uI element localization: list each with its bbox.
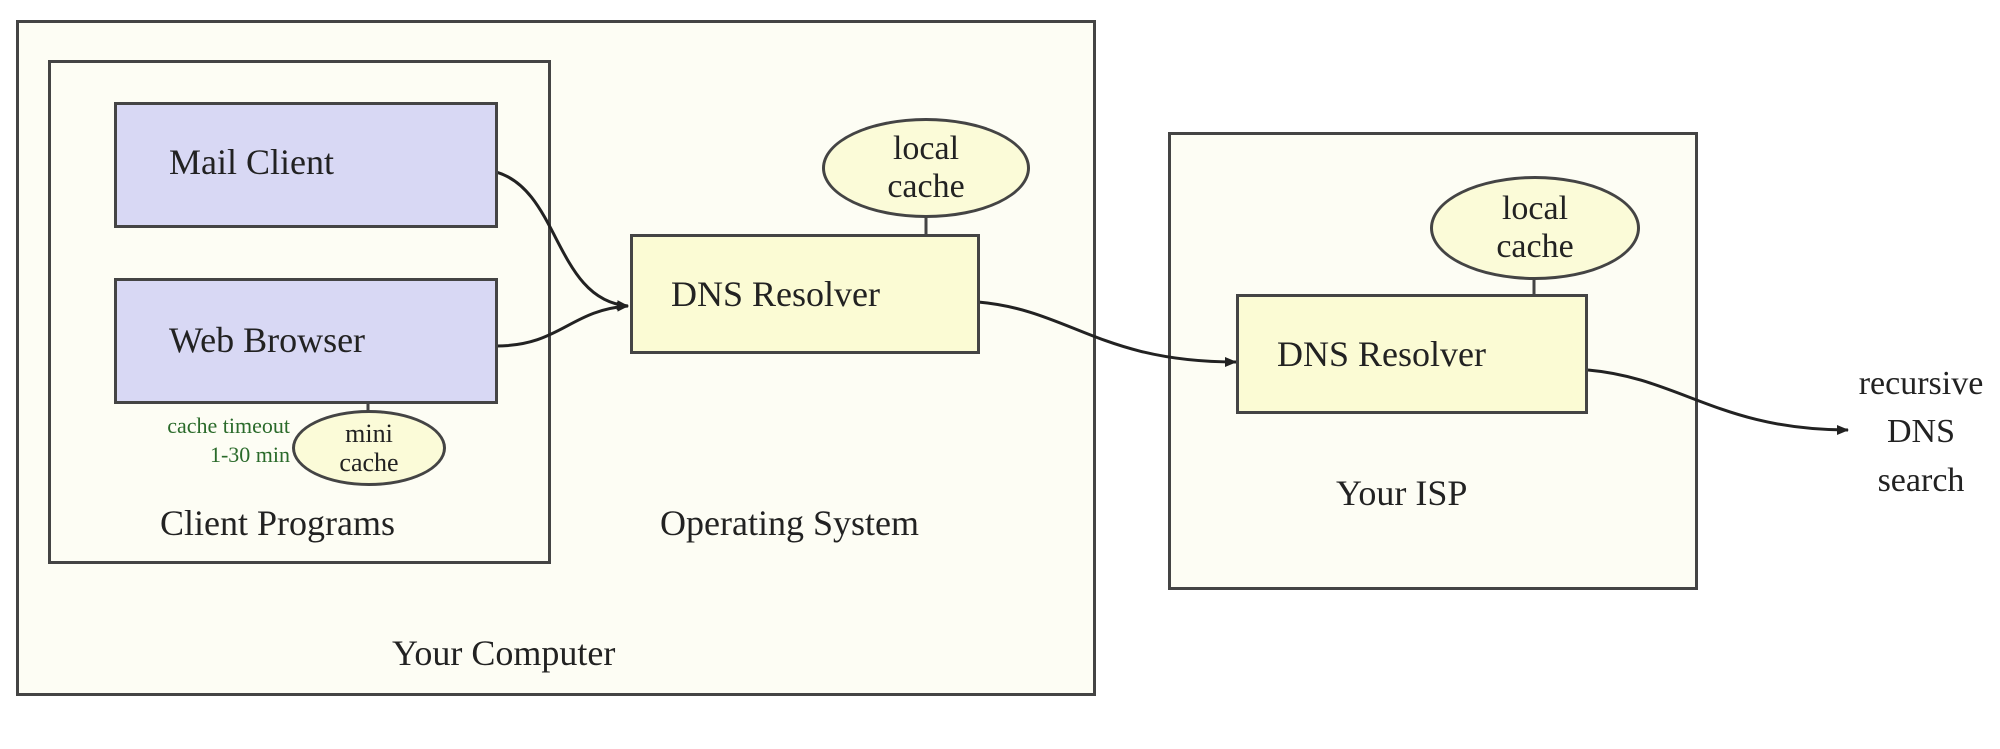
recursive-line2: DNS xyxy=(1886,413,1956,451)
web-browser-label: Web Browser xyxy=(169,320,366,360)
cache-timeout-note: cache timeout 1-30 min xyxy=(100,412,290,469)
os-dns-resolver-label: DNS Resolver xyxy=(671,274,880,314)
os-local-cache-line2: cache xyxy=(887,168,965,205)
isp-local-cache-line2: cache xyxy=(1496,228,1574,265)
isp-dns-resolver-box: DNS Resolver xyxy=(1236,294,1588,414)
mini-cache-ellipse: mini cache xyxy=(292,410,446,486)
browser-to-resolver-arrow xyxy=(495,301,629,348)
your-isp-label: Your ISP xyxy=(1336,473,1468,513)
client-programs-label: Client Programs xyxy=(160,503,395,543)
os-dns-resolver-box: DNS Resolver xyxy=(630,234,980,354)
mail-client-label: Mail Client xyxy=(169,142,334,182)
isp-dns-resolver-label: DNS Resolver xyxy=(1277,334,1486,374)
mail-to-resolver-arrow xyxy=(495,170,629,311)
isp-local-cache-line1: local xyxy=(1501,189,1569,227)
resolver-to-isp-arrow xyxy=(977,300,1237,367)
os-local-cache-ellipse: local cache xyxy=(822,118,1030,218)
web-browser-box: Web Browser xyxy=(114,278,498,404)
recursive-line1: recursive xyxy=(1858,365,1984,402)
your-computer-label: Your Computer xyxy=(392,633,616,673)
operating-system-label: Operating System xyxy=(660,503,919,543)
recursive-dns-search-label: recursive DNS search xyxy=(1846,360,1996,505)
cache-timeout-line1: cache timeout xyxy=(167,413,290,438)
mini-cache-line2: cache xyxy=(339,448,399,477)
mini-cache-line1: mini xyxy=(345,418,393,448)
mail-client-box: Mail Client xyxy=(114,102,498,228)
cache-timeout-line2: 1-30 min xyxy=(209,441,290,467)
os-local-cache-line1: local xyxy=(892,129,960,167)
isp-to-recursive-arrow xyxy=(1587,368,1849,435)
recursive-line3: search xyxy=(1877,461,1965,499)
isp-local-cache-ellipse: local cache xyxy=(1430,176,1640,280)
